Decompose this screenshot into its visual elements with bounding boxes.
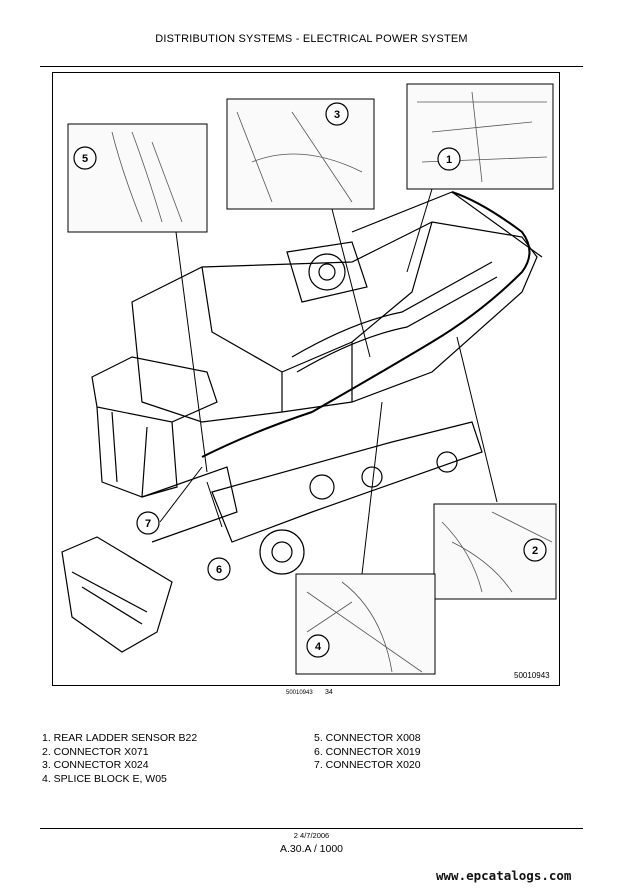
electrical-system-illustration: 1 2 3 4 5 6 7 50010943 xyxy=(61,83,557,680)
legend-item: 4. SPLICE BLOCK E, W05 xyxy=(42,772,167,785)
callout-7-label: 7 xyxy=(145,518,151,530)
callout-3: 3 xyxy=(325,102,349,126)
callout-2-label: 2 xyxy=(532,545,538,557)
callout-6: 6 xyxy=(207,557,231,581)
figure-page-small: 34 xyxy=(325,689,333,696)
header-rule xyxy=(40,66,583,67)
inset-detail-lines xyxy=(111,91,553,673)
watermark-link[interactable]: www.epcatalogs.com xyxy=(436,868,572,883)
callout-7: 7 xyxy=(136,511,160,535)
legend-item: 1. REAR LADDER SENSOR B22 xyxy=(42,732,198,744)
legend-right-column: 5. CONNECTOR X008 6. CONNECTOR X019 7. C… xyxy=(314,732,421,773)
page-header-title: DISTRIBUTION SYSTEMS - ELECTRICAL POWER … xyxy=(155,33,468,45)
footer-rule xyxy=(40,828,583,829)
callout-leader-lines xyxy=(159,188,498,575)
inset-rear-ladder-sensor xyxy=(406,83,554,190)
footer-date: 2 4/7/2006 xyxy=(293,831,330,840)
callout-6-label: 6 xyxy=(216,564,222,576)
machine-line-art xyxy=(61,191,543,653)
callout-5: 5 xyxy=(73,146,97,170)
inset-connector-x008 xyxy=(67,123,208,233)
legend-left-column: 1. REAR LADDER SENSOR B22 2. CONNECTOR X… xyxy=(42,732,197,786)
legend-item: 5. CONNECTOR X008 xyxy=(314,732,421,744)
legend-item: 3. CONNECTOR X024 xyxy=(42,759,149,771)
callout-2: 2 xyxy=(523,538,547,562)
legend-item: 6. CONNECTOR X019 xyxy=(314,745,421,758)
legend-item: 7. CONNECTOR X020 xyxy=(314,759,421,771)
figure-frame xyxy=(52,72,560,686)
inset-splice-block xyxy=(295,573,436,675)
callout-3-label: 3 xyxy=(334,109,340,121)
callout-1: 1 xyxy=(437,147,461,171)
footer-page-number: A.30.A / 1000 xyxy=(279,843,344,855)
figure-ref-small: 50010943 xyxy=(286,690,313,696)
legend-item: 2. CONNECTOR X071 xyxy=(42,745,149,758)
callout-5-label: 5 xyxy=(82,153,88,165)
callout-4-label: 4 xyxy=(315,641,322,653)
callout-1-label: 1 xyxy=(446,154,452,166)
figure-id: 50010943 xyxy=(514,671,550,680)
callout-4: 4 xyxy=(306,634,330,658)
detail-insets xyxy=(67,83,557,675)
